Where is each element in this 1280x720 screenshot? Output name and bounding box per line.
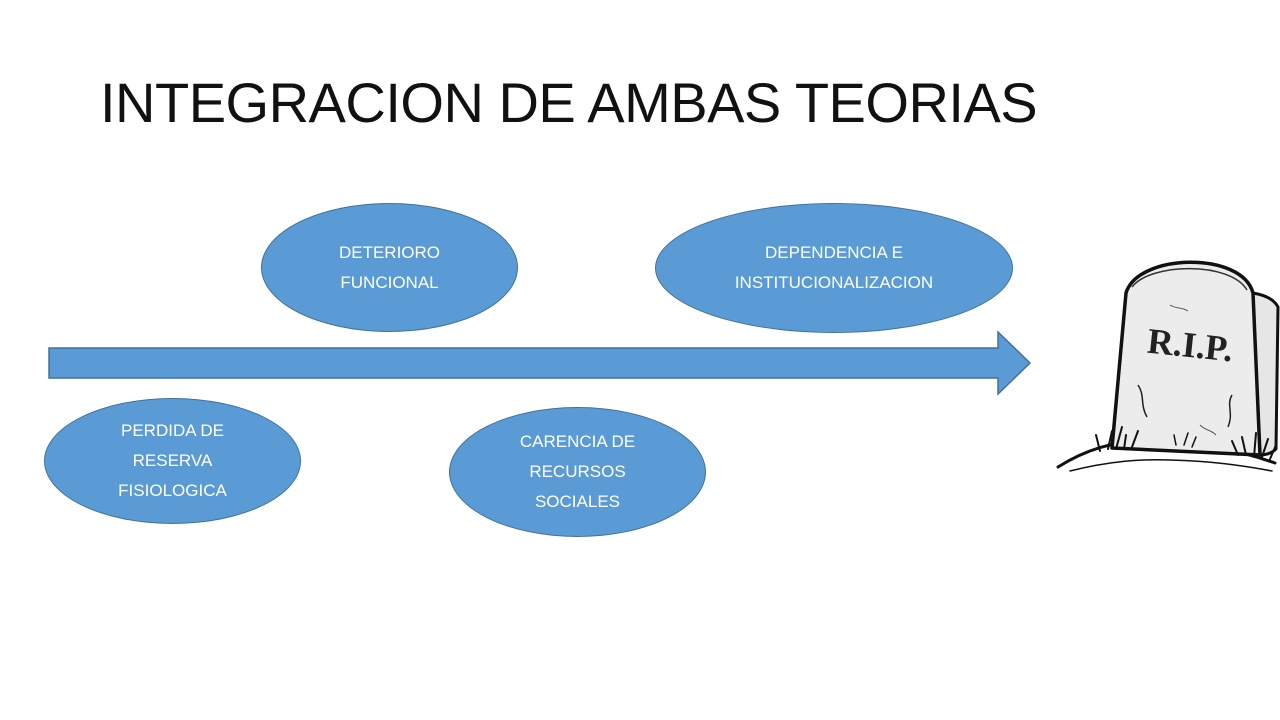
tombstone-text: R.I.P. — [1146, 321, 1235, 370]
node-carencia-recursos-sociales: CARENCIA DE RECURSOS SOCIALES — [449, 407, 706, 537]
node-label: DEPENDENCIA E INSTITUCIONALIZACION — [734, 243, 934, 292]
tombstone-icon: R.I.P. — [1056, 260, 1280, 472]
node-label: DETERIORO FUNCIONAL — [338, 242, 441, 292]
node-deterioro-funcional: DETERIORO FUNCIONAL — [261, 203, 518, 332]
node-perdida-reserva-fisiologica: PERDIDA DE RESERVA FISIOLOGICA — [44, 398, 301, 524]
node-label: CARENCIA DE RECURSOS SOCIALES — [519, 432, 636, 511]
slide-title: INTEGRACION DE AMBAS TEORIAS — [100, 71, 1038, 134]
timeline-arrow — [48, 330, 1032, 396]
node-label: PERDIDA DE RESERVA FISIOLOGICA — [118, 421, 227, 500]
node-dependencia-institucionalizacion: DEPENDENCIA E INSTITUCIONALIZACION — [655, 203, 1013, 333]
